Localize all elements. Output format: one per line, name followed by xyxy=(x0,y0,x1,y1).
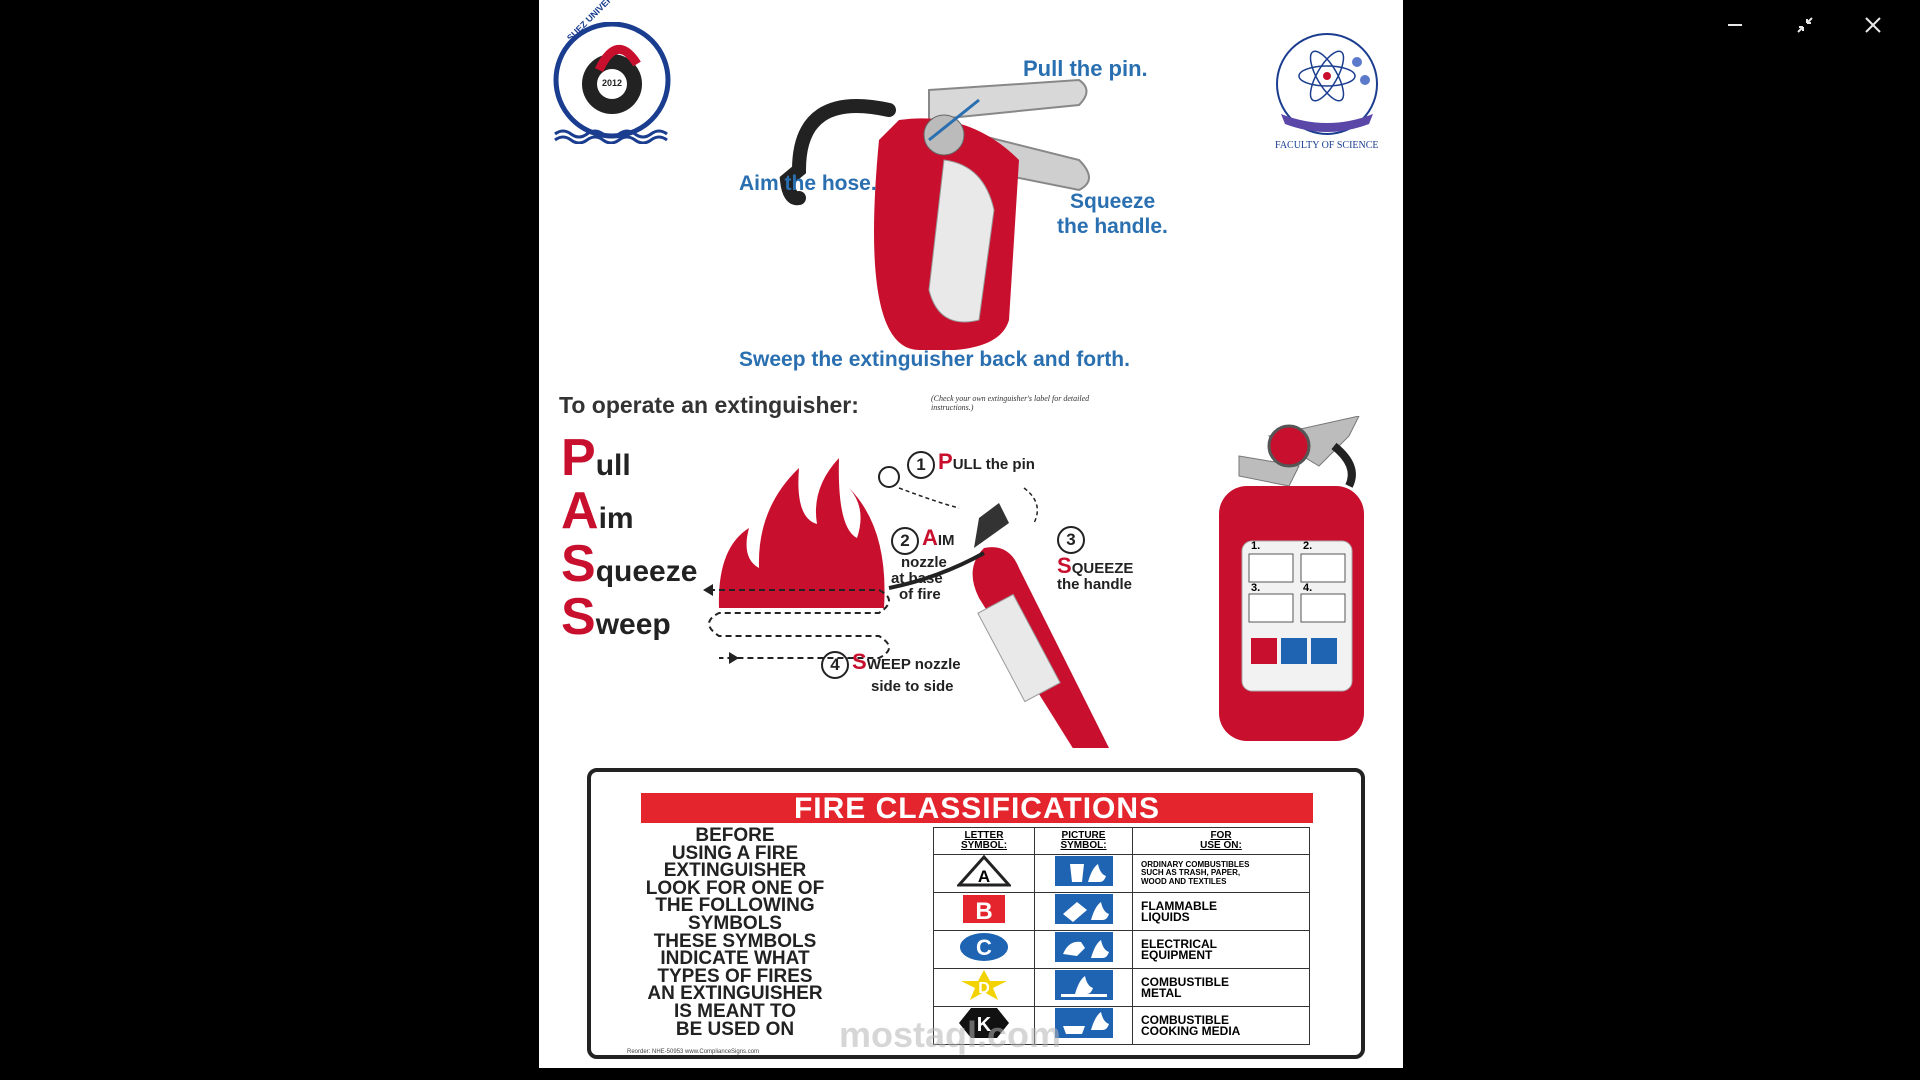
label-step-1: 1. xyxy=(1251,540,1261,552)
class-c-circle-icon: C xyxy=(960,933,1008,961)
pass-aim: Aim xyxy=(561,482,634,540)
step-squeeze: 3 SQUEEZE the handle xyxy=(1057,526,1133,593)
squeeze-label-2: the handle. xyxy=(1057,215,1168,238)
fire-classifications-title: FIRE CLASSIFICATIONS xyxy=(641,793,1313,824)
exit-fullscreen-button[interactable] xyxy=(1780,10,1830,40)
watermark: mostaql.com xyxy=(839,1014,1062,1055)
step-1-number: 1 xyxy=(907,451,935,480)
restore-icon xyxy=(1797,17,1813,33)
pull-pin-label: Pull the pin. xyxy=(1023,56,1148,81)
operate-note: (Check your own extinguisher's label for… xyxy=(931,394,1090,412)
svg-text:D: D xyxy=(978,980,990,997)
fire-safety-poster: SUEZ UNIVERSITY 2012 FACULTY OF SCIENCE … xyxy=(539,0,1403,1068)
svg-text:K: K xyxy=(977,1014,992,1036)
flame-diagram xyxy=(699,428,1139,764)
label-step-4: 4. xyxy=(1303,582,1313,594)
label-step-3: 3. xyxy=(1251,582,1261,594)
squeeze-label-1: Squeeze xyxy=(1070,190,1156,213)
cooking-fire-icon xyxy=(1054,1008,1113,1038)
aim-hose-label: Aim the hose. xyxy=(739,172,877,195)
label-step-2: 2. xyxy=(1303,540,1313,552)
pass-sweep: Sweep xyxy=(561,588,671,646)
fire-classifications-instructions: BEFORE USING A FIRE EXTINGUISHER LOOK FO… xyxy=(645,825,825,1040)
svg-text:B: B xyxy=(975,898,992,925)
close-button[interactable] xyxy=(1848,10,1898,40)
suez-university-logo: SUEZ UNIVERSITY 2012 xyxy=(547,0,677,145)
pass-pull: Pull xyxy=(561,429,631,487)
faculty-of-science-logo: FACULTY OF SCIENCE xyxy=(1261,32,1393,154)
minimize-icon xyxy=(1728,24,1742,26)
pass-squeeze: Squeeze xyxy=(561,535,698,593)
trash-fire-icon xyxy=(1054,856,1113,886)
extinguisher-photo xyxy=(739,50,1159,351)
reorder-text: Reorder: NHE-50953 www.ComplianceSigns.c… xyxy=(627,1049,760,1055)
class-a-triangle-icon: A xyxy=(955,854,1013,887)
suez-logo-year: 2012 xyxy=(602,78,623,88)
close-icon xyxy=(1865,17,1881,33)
operate-heading: To operate an extinguisher: xyxy=(559,392,859,418)
step-4-number: 4 xyxy=(821,651,849,680)
class-b-square-icon: B xyxy=(963,895,1005,925)
extinguisher-standing: 1. 2. 3. 4. xyxy=(1209,415,1399,746)
step-2-number: 2 xyxy=(891,527,919,556)
faculty-caption: FACULTY OF SCIENCE xyxy=(1275,140,1379,151)
class-k-hexagon-icon: K xyxy=(959,1008,1009,1038)
sweep-label: Sweep the extinguisher back and forth. xyxy=(739,348,1130,371)
minimize-button[interactable] xyxy=(1710,10,1760,40)
svg-text:A: A xyxy=(978,867,990,886)
liquid-fire-icon xyxy=(1054,894,1113,924)
class-d-star-icon: D xyxy=(961,970,1007,1000)
electrical-fire-icon xyxy=(1054,932,1113,962)
metal-fire-icon xyxy=(1054,970,1113,1000)
step-3-number: 3 xyxy=(1057,526,1085,554)
svg-text:C: C xyxy=(976,935,992,960)
